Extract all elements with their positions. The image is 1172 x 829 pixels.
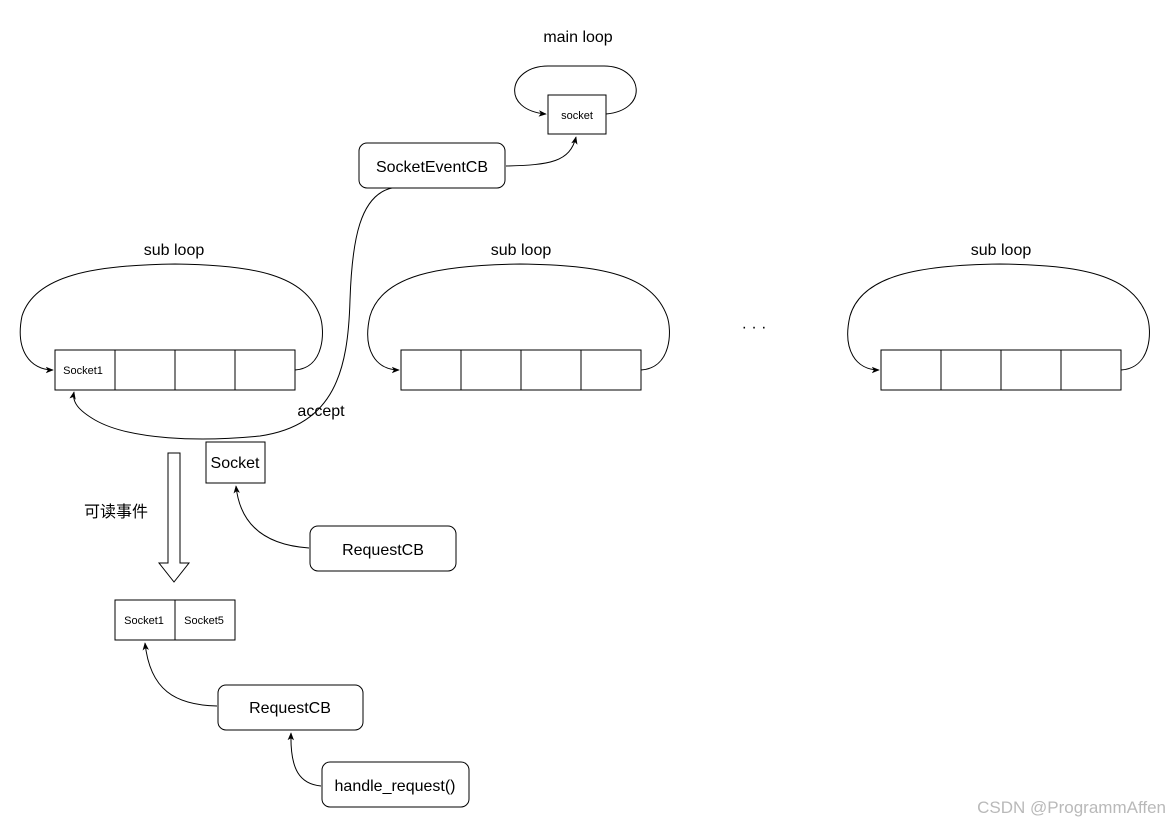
socket-event-cb-box[interactable] [358, 142, 506, 189]
socket-event-cb-label: SocketEventCB [376, 159, 488, 176]
sub-loop-1-cell[interactable] [174, 349, 236, 391]
sub-loop-2-cycle [367, 263, 670, 374]
sub-loop-2-title: sub loop [491, 242, 552, 259]
result-cell[interactable] [114, 599, 176, 641]
sub-loop-3-cell[interactable] [940, 349, 1002, 391]
request-cb-bottom-box[interactable] [217, 684, 364, 731]
readable-event-label: 可读事件 [84, 503, 148, 521]
request-cb-top-box[interactable] [309, 525, 457, 572]
sub-loop-2-cell[interactable] [400, 349, 462, 391]
main-loop-socket-label: socket [561, 110, 593, 122]
sub-loop-3-cell[interactable] [1000, 349, 1062, 391]
socket-event-cb-arrow [505, 136, 578, 167]
handle-request-box[interactable] [321, 761, 470, 808]
accept-edge [69, 187, 393, 440]
sub-loop-1-cell[interactable] [234, 349, 296, 391]
handle-request-label: handle_request() [335, 778, 456, 795]
result-cell-2-label: Socket5 [184, 615, 224, 627]
sub-loop-1-cycle [19, 263, 323, 374]
sub-loop-3-title: sub loop [971, 242, 1032, 259]
watermark: CSDN @ProgrammAffen [977, 798, 1166, 817]
sub-loop-3-queue [880, 349, 1122, 391]
request-cb-bottom-label: RequestCB [249, 700, 331, 717]
socket-box[interactable] [205, 441, 266, 484]
more-loops-ellipsis: · · · [742, 319, 767, 336]
request-cb-top-arrow [233, 485, 310, 549]
result-cell[interactable] [174, 599, 236, 641]
sub-loop-1-queue [54, 349, 296, 391]
sub-loop-2-cell[interactable] [520, 349, 582, 391]
sub-loop-2-cell[interactable] [580, 349, 642, 391]
main-loop-socket-box[interactable] [547, 94, 607, 135]
main-loop-cycle [514, 65, 637, 117]
request-cb-bottom-arrow [142, 642, 218, 707]
sub-loop-1-socket1-label: Socket1 [63, 365, 103, 377]
sub-loop-3-cell[interactable] [1060, 349, 1122, 391]
sub-loop-1-title: sub loop [144, 242, 205, 259]
socket-box-label: Socket [211, 455, 260, 472]
sub-loop-3-cell[interactable] [880, 349, 942, 391]
main-loop-title: main loop [543, 29, 612, 46]
sub-loop-1-cell[interactable] [114, 349, 176, 391]
readable-event-arrow [157, 452, 191, 583]
handle-request-arrow [287, 732, 322, 787]
sub-loop-3-cycle [847, 263, 1150, 374]
sub-loop-2-queue [400, 349, 642, 391]
accept-label: accept [297, 403, 345, 420]
sub-loop-2-cell[interactable] [460, 349, 522, 391]
result-cell-1-label: Socket1 [124, 615, 164, 627]
sub-loop-1-cell[interactable] [54, 349, 116, 391]
request-cb-top-label: RequestCB [342, 542, 424, 559]
